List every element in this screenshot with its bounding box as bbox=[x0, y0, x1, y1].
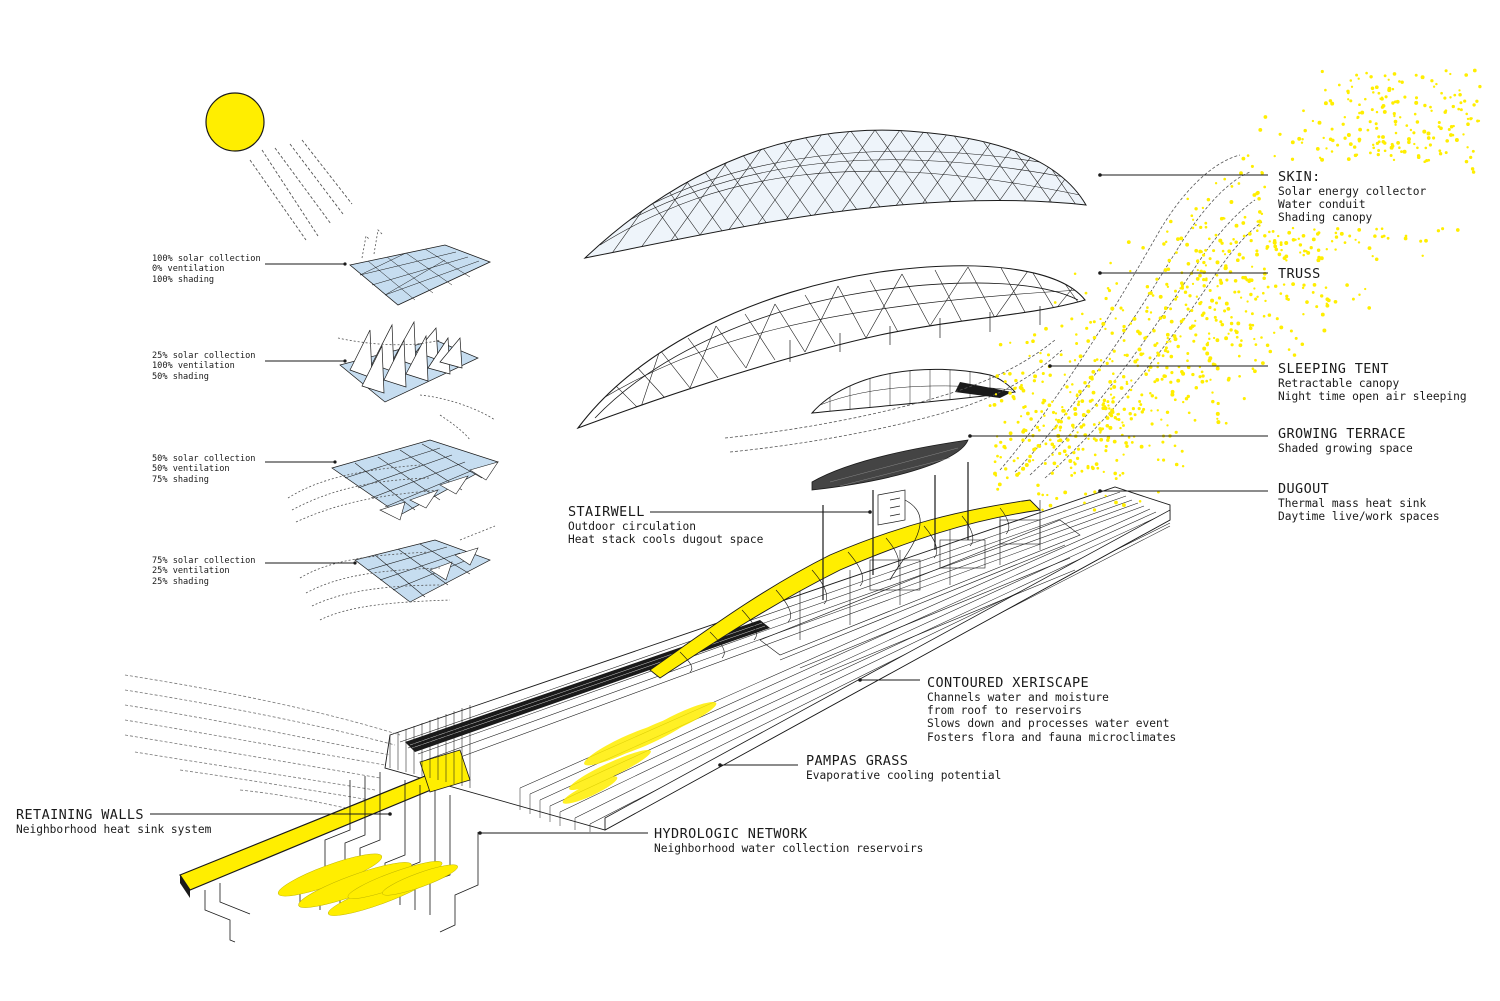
truss-title: TRUSS bbox=[1278, 266, 1321, 282]
hydrologic-network-title: HYDROLOGIC NETWORK bbox=[654, 826, 808, 842]
water-reservoirs bbox=[277, 853, 458, 916]
skin-line-1: Solar energy collector bbox=[1278, 185, 1427, 198]
xeriscape-title: CONTOURED XERISCAPE bbox=[927, 675, 1090, 691]
yellow-roof-strip bbox=[649, 462, 1041, 679]
panel-4-line-1: 75% solar collection bbox=[152, 556, 256, 566]
pampas-grass-line-1: Evaporative cooling potential bbox=[806, 769, 1002, 782]
panel-4-line-2: 25% ventilation bbox=[152, 566, 230, 577]
retaining-walls bbox=[179, 705, 471, 898]
xeriscape-line-2: from roof to reservoirs bbox=[927, 704, 1082, 718]
panel-1-line-3: 100% shading bbox=[152, 274, 215, 285]
leader-lines bbox=[150, 174, 1268, 834]
xeriscape-line-4: Fosters flora and fauna microclimates bbox=[927, 730, 1177, 744]
panel-1-line-1: 100% solar collection bbox=[152, 254, 261, 264]
xeriscape-line-1: Channels water and moisture bbox=[927, 691, 1109, 704]
skin-line-3: Shading canopy bbox=[1278, 211, 1373, 225]
panel-2-line-2: 100% ventilation bbox=[152, 361, 235, 372]
label-truss: TRUSS bbox=[1278, 267, 1321, 282]
label-skin: SKIN: Solar energy collector Water condu… bbox=[1278, 170, 1426, 225]
panel-label-4: 75% solar collection 25% ventilation 25%… bbox=[152, 556, 255, 587]
growing-terrace-line-1: Shaded growing space bbox=[1278, 442, 1413, 455]
label-contoured-xeriscape: CONTOURED XERISCAPE Channels water and m… bbox=[927, 676, 1176, 744]
sleeping-tent bbox=[810, 368, 1016, 414]
sleeping-tent-line-1: Retractable canopy bbox=[1278, 377, 1400, 390]
pampas-grass-patches bbox=[562, 701, 717, 804]
panel-3-line-3: 75% shading bbox=[152, 474, 209, 485]
panel-full-shading bbox=[349, 229, 492, 306]
panel-partial-ventilation bbox=[299, 525, 496, 621]
label-stairwell: STAIRWELL Outdoor circulation Heat stack… bbox=[568, 504, 764, 547]
solar-ray-arrows bbox=[249, 139, 353, 241]
label-sleeping-tent: SLEEPING TENT Retractable canopy Night t… bbox=[1278, 361, 1467, 404]
sleeping-tent-line-2: Night time open air sleeping bbox=[1278, 390, 1467, 404]
skin-line-2: Water conduit bbox=[1278, 198, 1366, 212]
stairwell-line-1: Outdoor circulation bbox=[568, 520, 696, 533]
sleeping-tent-title: SLEEPING TENT bbox=[1278, 361, 1389, 377]
label-pampas-grass: PAMPAS GRASS Evaporative cooling potenti… bbox=[806, 753, 1002, 783]
dugout-line-1: Thermal mass heat sink bbox=[1278, 497, 1427, 510]
dugout-title: DUGOUT bbox=[1278, 481, 1330, 497]
label-hydrologic-network: HYDROLOGIC NETWORK Neighborhood water co… bbox=[654, 826, 924, 856]
wind-airflow-lines bbox=[124, 674, 401, 813]
label-dugout: DUGOUT Thermal mass heat sink Daytime li… bbox=[1278, 481, 1440, 524]
dugout-base bbox=[384, 486, 1171, 832]
panel-louver-mix bbox=[287, 439, 499, 523]
stairwell-title: STAIRWELL bbox=[568, 504, 645, 520]
dugout-line-2: Daytime live/work spaces bbox=[1278, 510, 1440, 524]
retaining-walls-line-1: Neighborhood heat sink system bbox=[16, 823, 212, 836]
panel-2-line-3: 50% shading bbox=[152, 371, 209, 382]
stairwell-line-2: Heat stack cools dugout space bbox=[568, 533, 764, 547]
retaining-walls-title: RETAINING WALLS bbox=[16, 807, 144, 823]
panel-4-line-3: 25% shading bbox=[152, 576, 209, 587]
growing-terrace-title: GROWING TERRACE bbox=[1278, 426, 1406, 442]
hydrologic-network-line-1: Neighborhood water collection reservoirs bbox=[654, 842, 924, 855]
growing-terrace bbox=[811, 439, 969, 491]
panel-sawtooth-ventilation bbox=[337, 320, 496, 441]
sun-icon bbox=[205, 92, 265, 152]
panel-label-2: 25% solar collection 100% ventilation 50… bbox=[152, 351, 255, 382]
panel-label-1: 100% solar collection 0% ventilation 100… bbox=[152, 254, 261, 285]
panel-3-line-2: 50% ventilation bbox=[152, 464, 230, 475]
panel-2-line-1: 25% solar collection bbox=[152, 351, 256, 361]
label-retaining-walls: RETAINING WALLS Neighborhood heat sink s… bbox=[16, 807, 212, 837]
panel-label-3: 50% solar collection 50% ventilation 75%… bbox=[152, 454, 255, 485]
skin-title: SKIN: bbox=[1278, 169, 1321, 185]
pampas-grass-title: PAMPAS GRASS bbox=[806, 753, 909, 769]
xeriscape-line-3: Slows down and processes water event bbox=[927, 717, 1170, 731]
panel-3-line-1: 50% solar collection bbox=[152, 454, 256, 464]
skin-canopy bbox=[583, 129, 1087, 259]
panel-1-line-2: 0% ventilation bbox=[152, 264, 225, 275]
label-growing-terrace: GROWING TERRACE Shaded growing space bbox=[1278, 426, 1413, 456]
moisture-particle-cloud bbox=[988, 68, 1482, 512]
